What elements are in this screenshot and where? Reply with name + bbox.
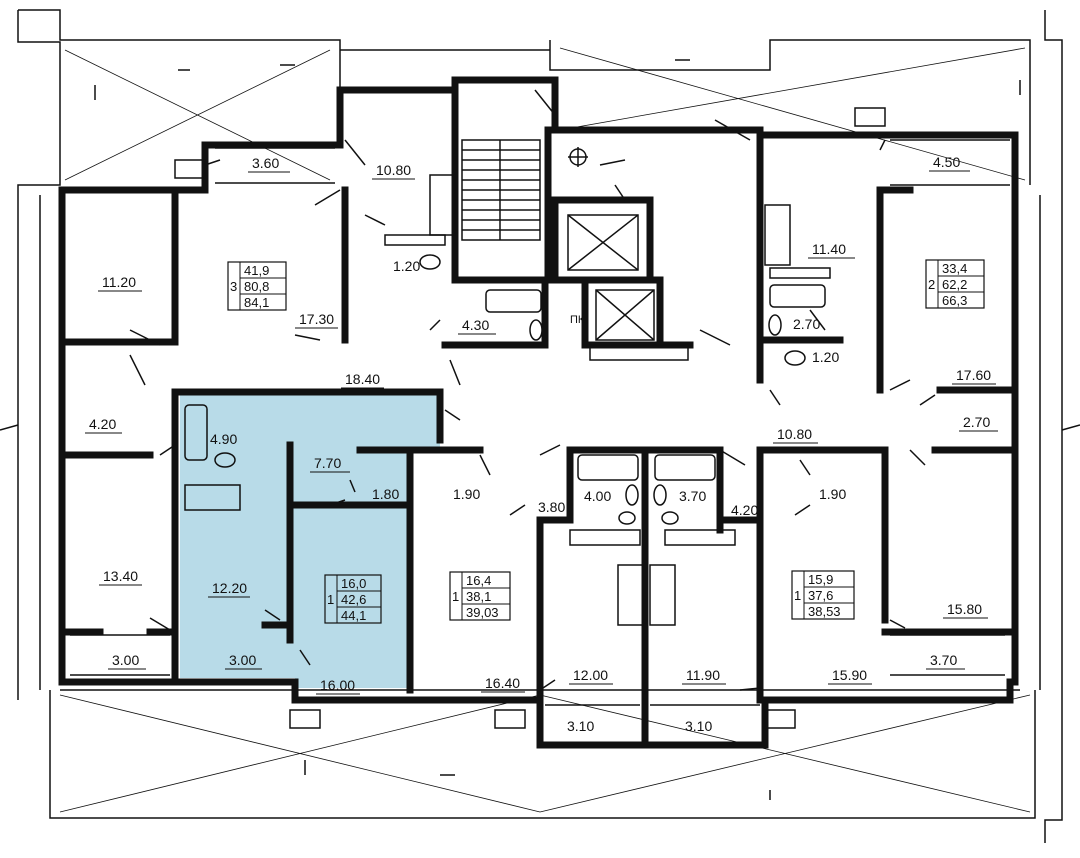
- apartment-total-area: 80,8: [244, 279, 269, 294]
- walls: [58, 76, 1019, 749]
- label-underlines: [85, 170, 998, 695]
- room-area-label: 3.80: [538, 499, 565, 515]
- room-area-label: 1.20: [393, 258, 420, 274]
- pk-mark: ПК: [570, 314, 585, 326]
- apartment-living-area: 16,4: [466, 573, 491, 588]
- apartment-info-box[interactable]: 1 16,0 42,6 44,1: [324, 574, 382, 624]
- apartment-info-box[interactable]: 1 15,9 37,6 38,53: [791, 570, 855, 620]
- apartment-living-area: 16,0: [341, 576, 366, 591]
- room-area-label: 3.10: [685, 718, 712, 734]
- room-area-label: 4.20: [89, 416, 116, 432]
- apartment-total-area: 42,6: [341, 592, 366, 607]
- room-area-label: 15.80: [947, 601, 982, 617]
- room-area-label: 7.70: [314, 455, 341, 471]
- doors-and-fixtures: [0, 59, 1080, 800]
- room-area-label: 12.00: [573, 667, 608, 683]
- room-area-label: 4.30: [462, 317, 489, 333]
- room-area-label: 15.90: [832, 667, 867, 683]
- apartment-rooms: 1: [452, 589, 459, 604]
- room-area-label: 3.00: [229, 652, 256, 668]
- room-area-label: 11.20: [102, 274, 136, 290]
- room-area-label: 12.20: [212, 580, 247, 596]
- room-area-label: 2.70: [963, 414, 990, 430]
- room-area-label: 17.30: [299, 311, 334, 327]
- apartment-info-box[interactable]: 2 33,4 62,2 66,3: [925, 259, 985, 309]
- room-area-label: 17.60: [956, 367, 991, 383]
- room-area-label: 2.70: [793, 316, 820, 332]
- room-area-label: 3.00: [112, 652, 139, 668]
- room-area-label: 10.80: [777, 426, 812, 442]
- apartment-area-with-balcony: 38,53: [808, 604, 841, 619]
- room-area-labels: 3.60 10.80 4.50 11.20 17.30 1.20 4.30 11…: [89, 154, 991, 734]
- apartment-rooms: 2: [928, 277, 935, 292]
- apartment-rooms: 1: [327, 592, 334, 607]
- room-area-label: 4.90: [210, 431, 237, 447]
- balcony-diagonals: [59, 47, 1031, 813]
- apartment-info-box[interactable]: 3 41,9 80,8 84,1: [227, 261, 287, 311]
- room-area-label: 13.40: [103, 568, 138, 584]
- apartment-living-area: 15,9: [808, 572, 833, 587]
- room-area-label: 18.40: [345, 371, 380, 387]
- apartment-living-area: 33,4: [942, 261, 967, 276]
- apartment-total-area: 38,1: [466, 589, 491, 604]
- room-area-label: 3.70: [679, 488, 706, 504]
- room-area-label: 1.90: [453, 486, 480, 502]
- room-area-label: 11.40: [812, 241, 846, 257]
- apartment-living-area: 41,9: [244, 263, 269, 278]
- room-area-label: 1.20: [812, 349, 839, 365]
- apartment-total-area: 62,2: [942, 277, 967, 292]
- apartment-area-with-balcony: 84,1: [244, 295, 269, 310]
- apartment-area-with-balcony: 66,3: [942, 293, 967, 308]
- room-area-label: 16.00: [320, 677, 355, 693]
- room-area-label: 4.00: [584, 488, 611, 504]
- apartment-area-with-balcony: 39,03: [466, 605, 499, 620]
- apartment-total-area: 37,6: [808, 588, 833, 603]
- room-area-label: 10.80: [376, 162, 411, 178]
- room-area-label: 4.50: [933, 154, 960, 170]
- room-area-label: 4.20: [731, 502, 758, 518]
- apartment-rooms: 3: [230, 279, 237, 294]
- apartment-info-box[interactable]: 1 16,4 38,1 39,03: [449, 571, 511, 621]
- highlighted-apartment[interactable]: [180, 392, 440, 688]
- room-area-label: 3.60: [252, 155, 279, 171]
- room-area-label: 3.10: [567, 718, 594, 734]
- room-area-label: 1.90: [819, 486, 846, 502]
- room-area-label: 3.70: [930, 652, 957, 668]
- room-area-label: 11.90: [686, 667, 720, 683]
- apartment-rooms: 1: [794, 588, 801, 603]
- room-area-label: 16.40: [485, 675, 520, 691]
- room-area-label: 1.80: [372, 486, 399, 502]
- apartment-area-with-balcony: 44,1: [341, 608, 366, 623]
